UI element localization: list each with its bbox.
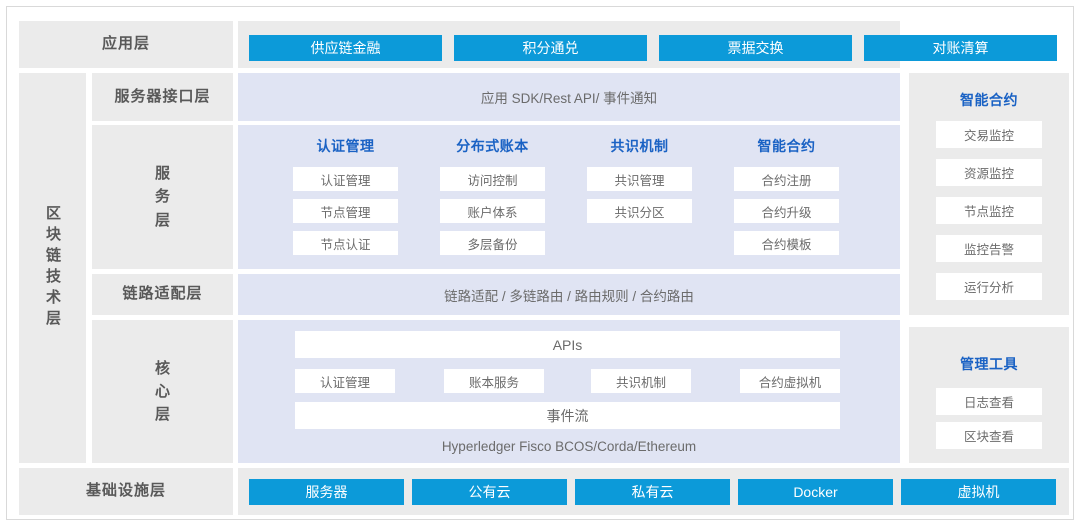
blockchain-tech-layer-rail: 区块链技术层 [19,73,86,463]
blockchain-tech-layer-label: 区块链技术层 [44,205,61,331]
service-column-title-consensus: 共识机制 [610,138,669,154]
right-panel-smart-contract-item-1[interactable]: 交易监控 [936,121,1042,148]
core-layer-label-box: 核心层 [92,320,233,463]
right-panel-management-tools-title: 管理工具 [960,356,1018,372]
right-panel-smart-contract-item-3[interactable]: 节点监控 [936,197,1042,224]
service-chip-contract-2[interactable]: 合约升级 [734,199,839,223]
core-module-consensus[interactable]: 共识机制 [591,369,691,393]
service-chip-contract-1[interactable]: 合约注册 [734,167,839,191]
server-interface-layer-content-box: 应用 SDK/Rest API/ 事件通知 [238,73,900,121]
service-column-title-identity: 认证管理 [316,138,375,154]
service-chip-identity-1[interactable]: 认证管理 [293,167,398,191]
application-layer-label: 应用层 [101,35,150,53]
service-chip-consensus-2[interactable]: 共识分区 [587,199,692,223]
app-button-points-exchange[interactable]: 积分通兑 [454,35,647,61]
app-button-reconciliation-settlement[interactable]: 对账清算 [864,35,1057,61]
link-adaptation-layer-label: 链路适配层 [122,285,203,303]
infra-button-server[interactable]: 服务器 [249,479,404,505]
app-button-supply-chain-finance[interactable]: 供应链金融 [249,35,442,61]
infra-button-public-cloud[interactable]: 公有云 [412,479,567,505]
core-layer-footer: Hyperledger Fisco BCOS/Corda/Ethereum [441,438,697,454]
server-interface-layer-label-box: 服务器接口层 [92,73,233,121]
infrastructure-layer-label: 基础设施层 [85,482,166,500]
right-panel-management-tools-item-1[interactable]: 日志查看 [936,388,1042,415]
app-button-bill-exchange[interactable]: 票据交换 [659,35,852,61]
infra-button-virtual-machine[interactable]: 虚拟机 [901,479,1056,505]
core-event-stream-bar[interactable]: 事件流 [295,402,840,429]
application-layer-label-box: 应用层 [19,21,233,68]
service-chip-contract-3[interactable]: 合约模板 [734,231,839,255]
service-layer-label-box: 服务层 [92,125,233,269]
link-adaptation-layer-content: 链路适配 / 多链路由 / 路由规则 / 合约路由 [444,288,694,304]
service-chip-consensus-1[interactable]: 共识管理 [587,167,692,191]
infra-button-docker[interactable]: Docker [738,479,893,505]
right-panel-smart-contract-title: 智能合约 [960,92,1018,108]
right-panel-smart-contract-item-2[interactable]: 资源监控 [936,159,1042,186]
service-chip-ledger-1[interactable]: 访问控制 [440,167,545,191]
service-column-title-ledger: 分布式账本 [456,138,529,154]
service-layer-label: 服务层 [154,165,170,229]
core-module-contract-vm[interactable]: 合约虚拟机 [740,369,840,393]
right-panel-smart-contract-item-5[interactable]: 运行分析 [936,273,1042,300]
infrastructure-layer-label-box: 基础设施层 [19,468,233,515]
infra-button-private-cloud[interactable]: 私有云 [575,479,730,505]
core-layer-label: 核心层 [154,359,170,424]
service-chip-ledger-3[interactable]: 多层备份 [440,231,545,255]
link-adaptation-layer-label-box: 链路适配层 [92,274,233,315]
service-column-title-smart-contract: 智能合约 [757,138,816,154]
right-panel-management-tools-item-2[interactable]: 区块查看 [936,422,1042,449]
service-chip-identity-3[interactable]: 节点认证 [293,231,398,255]
service-chip-ledger-2[interactable]: 账户体系 [440,199,545,223]
service-chip-identity-2[interactable]: 节点管理 [293,199,398,223]
right-panel-smart-contract-item-4[interactable]: 监控告警 [936,235,1042,262]
core-module-ledger-service[interactable]: 账本服务 [444,369,544,393]
server-interface-layer-content: 应用 SDK/Rest API/ 事件通知 [480,91,658,106]
diagram-frame: 应用层 供应链金融 积分通兑 票据交换 对账清算 区块链技术层 服务器接口层 应… [6,6,1074,520]
core-apis-bar[interactable]: APIs [295,331,840,358]
server-interface-layer-label: 服务器接口层 [114,87,211,105]
core-module-identity[interactable]: 认证管理 [295,369,395,393]
link-adaptation-layer-content-box: 链路适配 / 多链路由 / 路由规则 / 合约路由 [238,274,900,315]
